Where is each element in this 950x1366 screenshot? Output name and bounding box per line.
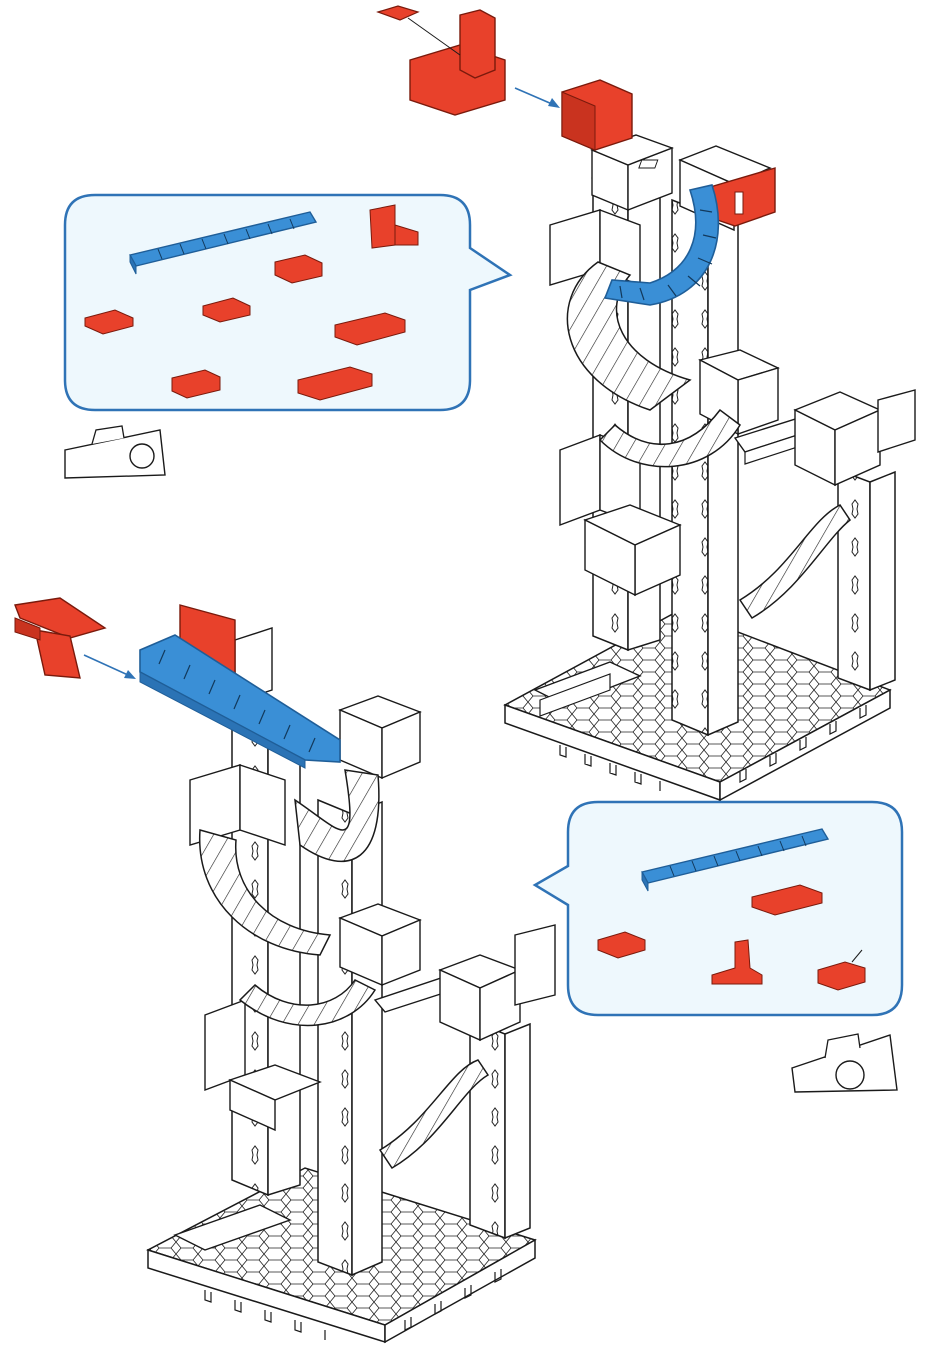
top-puzzle-piece-icon: [65, 426, 165, 478]
top-assembly-arrow: [515, 88, 560, 108]
bottom-pillar-middle: [318, 800, 382, 1275]
bottom-assembly-arrow: [84, 655, 136, 679]
bottom-pillar-right: [470, 1020, 530, 1238]
bottom-parts-bubble: [535, 802, 902, 1015]
bottom-red-floating-block: [15, 598, 105, 678]
bottom-assembly: [15, 598, 555, 1342]
top-pillar-right: [838, 470, 895, 690]
top-red-floating-block: [378, 6, 505, 115]
top-parts-bubble: [65, 195, 510, 410]
bottom-puzzle-piece-icon: [792, 1034, 897, 1092]
